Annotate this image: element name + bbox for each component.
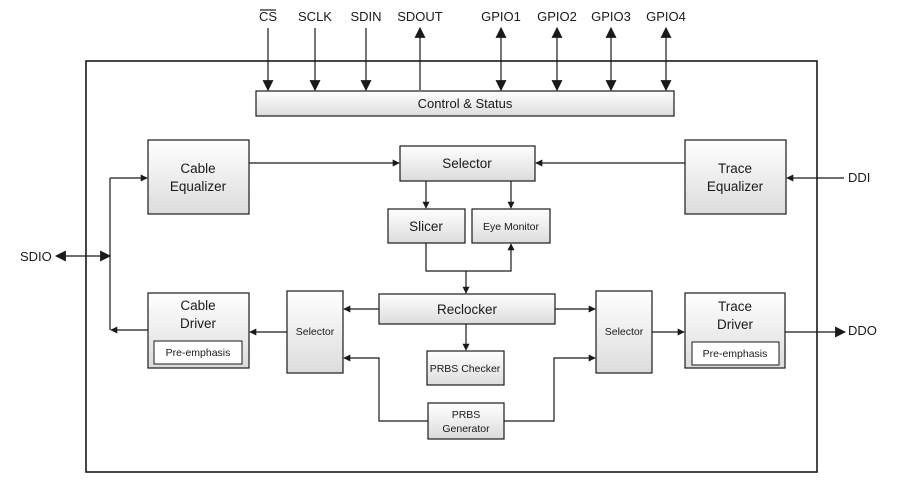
cable-pre-emphasis-label: Pre-emphasis — [166, 347, 231, 359]
selector-right-label: Selector — [605, 326, 644, 338]
cable-equalizer-label-2: Equalizer — [170, 179, 227, 194]
eye-monitor-block — [471, 208, 551, 244]
cable-equalizer-label-1: Cable — [180, 161, 215, 176]
pin-gpio2-label: GPIO2 — [537, 9, 577, 24]
cable-equalizer-block — [147, 139, 250, 215]
pin-sdout-label: SDOUT — [397, 9, 443, 24]
eye-monitor-label: Eye Monitor — [483, 221, 540, 233]
trace-pre-emphasis-block — [691, 341, 780, 366]
pin-ddi-label: DDI — [848, 170, 870, 185]
reclocker-block — [378, 293, 556, 325]
reclocker-label: Reclocker — [437, 302, 498, 317]
trace-equalizer-block — [684, 139, 787, 215]
prbs-generator-block — [427, 402, 505, 440]
prbs-generator-label-2: Generator — [442, 423, 490, 435]
prbs-checker-label: PRBS Checker — [430, 363, 501, 375]
trace-pre-emphasis-label: Pre-emphasis — [703, 348, 768, 360]
cable-driver-label-1: Cable — [180, 298, 215, 313]
trace-equalizer-label-2: Equalizer — [707, 179, 764, 194]
control-status-label: Control & Status — [418, 96, 513, 111]
control-status-block — [255, 90, 675, 117]
prbs-generator-label-1: PRBS — [452, 409, 481, 421]
pin-cs-label: CS — [259, 9, 277, 24]
trace-equalizer-label-1: Trace — [718, 161, 752, 176]
slicer-label: Slicer — [409, 219, 443, 234]
pin-sclk-label: SCLK — [298, 9, 332, 24]
selector-top-label: Selector — [442, 156, 492, 171]
pin-gpio3-label: GPIO3 — [591, 9, 631, 24]
pin-sdio-label: SDIO — [20, 249, 52, 264]
pin-gpio4-label: GPIO4 — [646, 9, 686, 24]
pin-sdin-label: SDIN — [350, 9, 381, 24]
selector-left-block — [286, 290, 344, 374]
prbs-gen-to-selector-right-wire — [504, 354, 596, 422]
slicer-to-eye-monitor-wire — [425, 243, 515, 272]
cable-driver-label-2: Driver — [180, 316, 217, 331]
selector-top-block — [399, 145, 536, 182]
pin-ddo-label: DDO — [848, 323, 877, 338]
trace-driver-label-2: Driver — [717, 317, 754, 332]
prbs-gen-to-selector-left-wire — [343, 354, 428, 422]
selector-left-label: Selector — [296, 326, 335, 338]
trace-driver-label-1: Trace — [718, 299, 752, 314]
prbs-checker-block — [426, 350, 505, 386]
pin-gpio1-label: GPIO1 — [481, 9, 521, 24]
cable-pre-emphasis-block — [153, 340, 243, 365]
